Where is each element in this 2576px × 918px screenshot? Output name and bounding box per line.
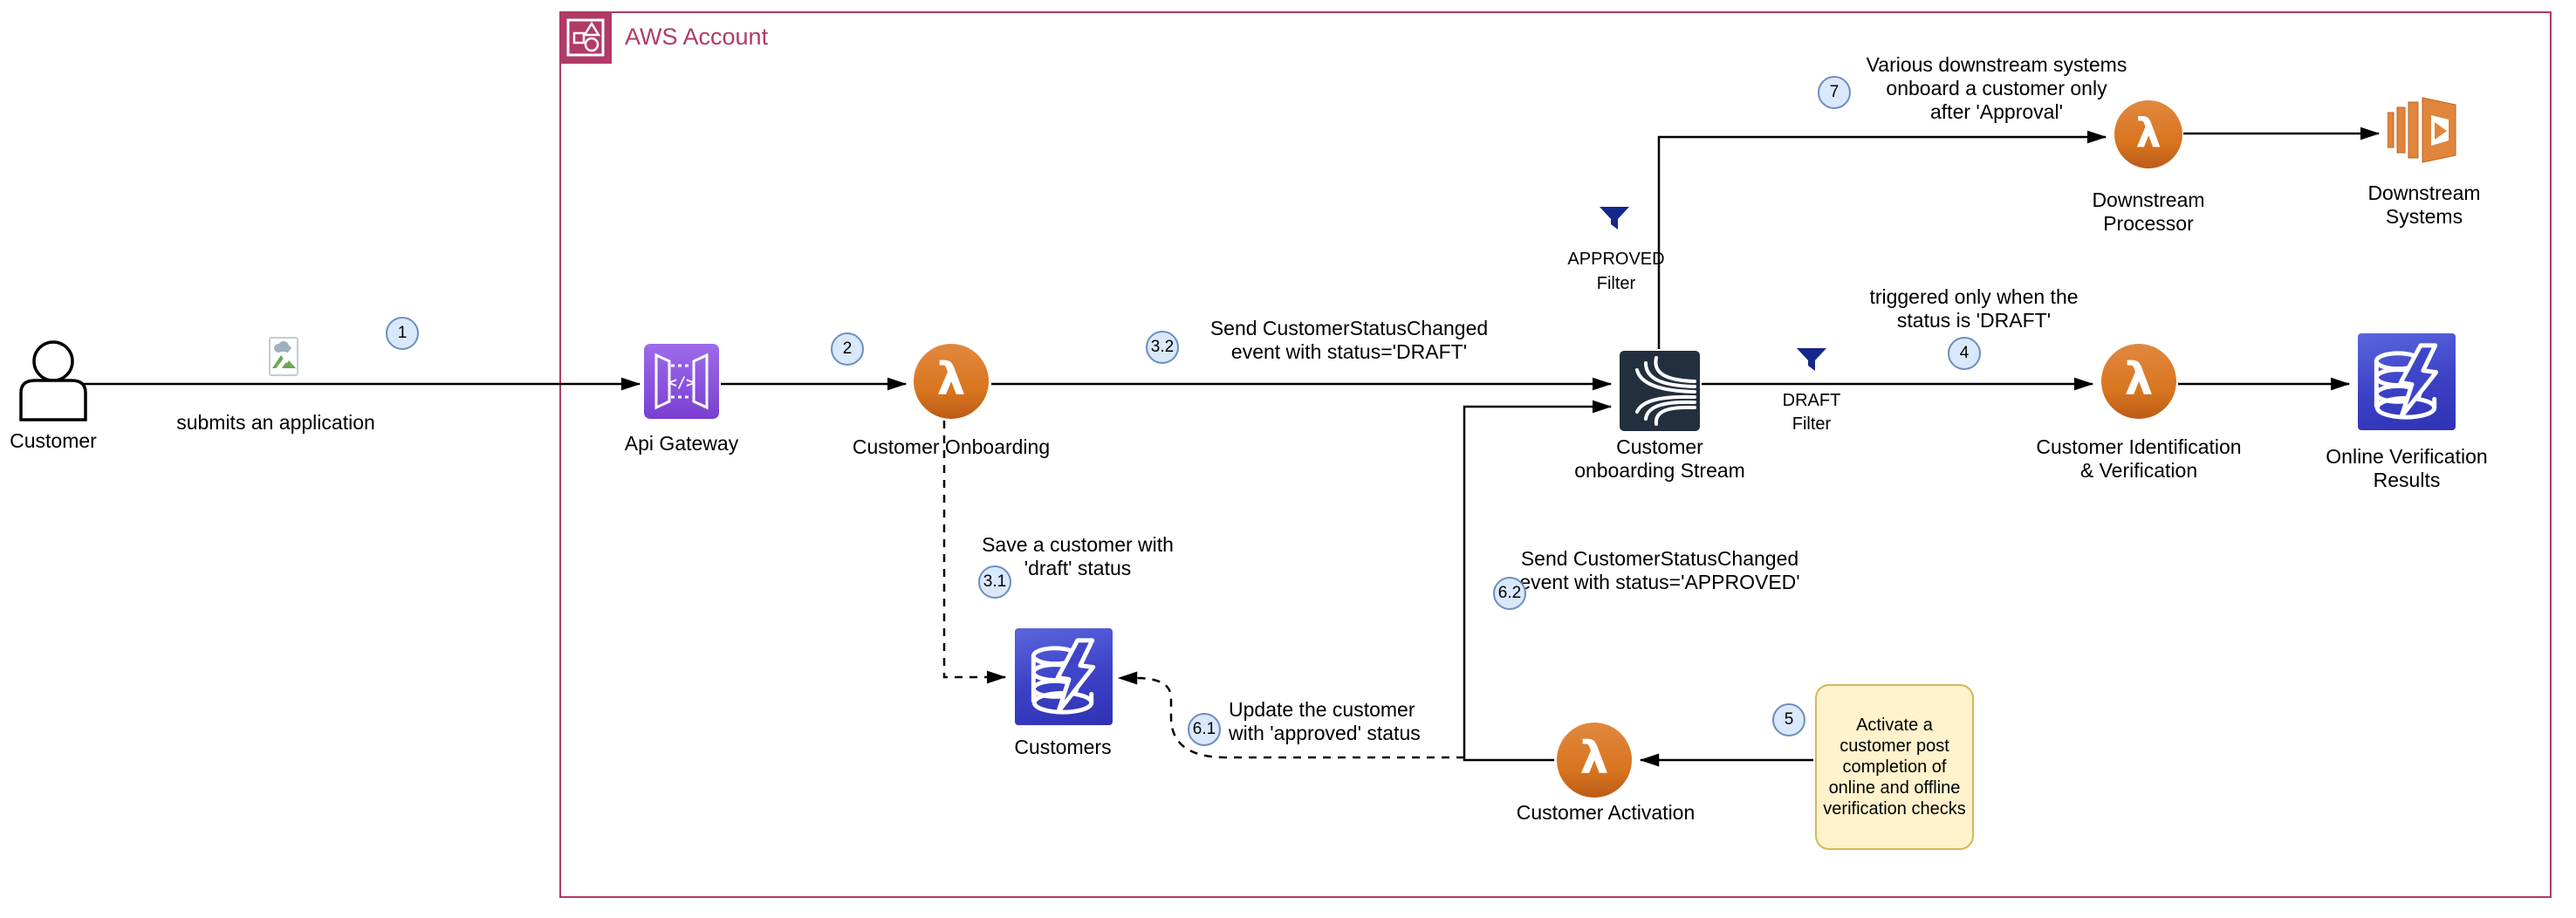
filter-draft-icon (1796, 347, 1827, 378)
filter-draft-name: DRAFT (1782, 391, 1841, 410)
step-text-3-1: Save a customer with 'draft' status (982, 533, 1174, 580)
customer-activation-lambda-icon: λ (1557, 723, 1632, 798)
downstream-systems-icon (2387, 92, 2459, 172)
application-image-icon (269, 337, 300, 381)
step-badge-6-1: 6.1 (1188, 713, 1221, 746)
online-verification-results-label: Online Verification Results (2326, 445, 2488, 492)
downstream-processor-lambda-icon: λ (2114, 100, 2182, 168)
step-badge-4: 4 (1948, 337, 1981, 370)
customers-db-icon (1015, 628, 1113, 725)
step-badge-1: 1 (386, 317, 419, 350)
aws-account-box (559, 11, 2552, 898)
customers-db-label: Customers (1014, 736, 1112, 758)
aws-account-icon (559, 11, 612, 64)
step-text-7: Various downstream systems onboard a cus… (1866, 53, 2127, 124)
customer-onboarding-lambda-icon: λ (914, 344, 989, 419)
filter-approved-type: Filter (1596, 274, 1636, 293)
step-text-6-1: Update the customer with 'approved' stat… (1229, 698, 1421, 745)
step-badge-5: 5 (1772, 703, 1805, 736)
step-badge-2: 2 (831, 332, 864, 366)
filter-draft-type: Filter (1792, 414, 1832, 434)
customer-activation-label: Customer Activation (1516, 801, 1696, 824)
onboarding-stream-icon (1620, 351, 1700, 431)
lambda-glyph: λ (2135, 109, 2162, 156)
customer-icon (16, 339, 91, 427)
api-gateway-label: Api Gateway (624, 432, 739, 455)
step-badge-7: 7 (1818, 76, 1851, 109)
customer-identification-lambda-icon: λ (2101, 344, 2176, 419)
lambda-glyph: λ (1579, 732, 1609, 784)
online-verification-results-icon (2358, 333, 2456, 430)
downstream-systems-label: Downstream Systems (2367, 182, 2481, 229)
step-text-3-2: Send CustomerStatusChanged event with st… (1209, 317, 1489, 364)
svg-text:</>: </> (668, 374, 695, 392)
onboarding-stream-label: Customer onboarding Stream (1574, 435, 1745, 483)
step-text-6-2: Send CustomerStatusChanged event with st… (1519, 547, 1800, 594)
api-gateway-icon: </> (644, 344, 719, 419)
filter-approved-name: APPROVED (1567, 250, 1665, 269)
customer-onboarding-label: Customer Onboarding (852, 435, 1051, 458)
step-note-5: Activate a customer post completion of o… (1815, 684, 1974, 850)
customer-identification-label: Customer Identification & Verification (2036, 435, 2242, 483)
edge-submits-label: submits an application (176, 411, 375, 434)
step-badge-3-1: 3.1 (978, 565, 1011, 599)
lambda-glyph: λ (936, 353, 966, 406)
customer-label: Customer (10, 429, 97, 452)
step-text-4: triggered only when the status is 'DRAFT… (1869, 285, 2079, 332)
step-badge-3-2: 3.2 (1146, 331, 1179, 364)
aws-account-label: AWS Account (625, 24, 769, 50)
filter-approved-icon (1599, 206, 1630, 236)
step-badge-6-2: 6.2 (1493, 577, 1526, 610)
downstream-processor-label: Downstream Processor (2092, 188, 2205, 236)
lambda-glyph: λ (2124, 353, 2154, 406)
